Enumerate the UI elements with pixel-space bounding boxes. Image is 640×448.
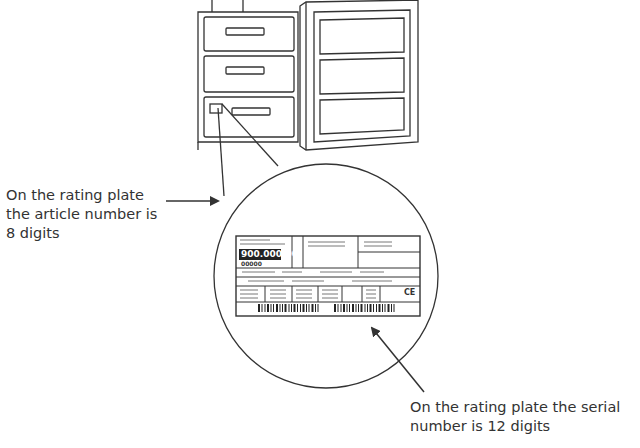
article-number: 900.000.00 — [241, 250, 298, 259]
rating-plate — [236, 236, 420, 316]
ce-mark: CE — [404, 289, 415, 297]
plate-number: 00000 — [241, 261, 262, 267]
callout-text: On the rating plate the article number i… — [6, 186, 164, 243]
magnifier — [214, 104, 438, 388]
leader-arrows — [166, 201, 424, 392]
freezer — [198, 0, 418, 150]
callout-text: On the rating plate the serial number is… — [410, 398, 632, 436]
